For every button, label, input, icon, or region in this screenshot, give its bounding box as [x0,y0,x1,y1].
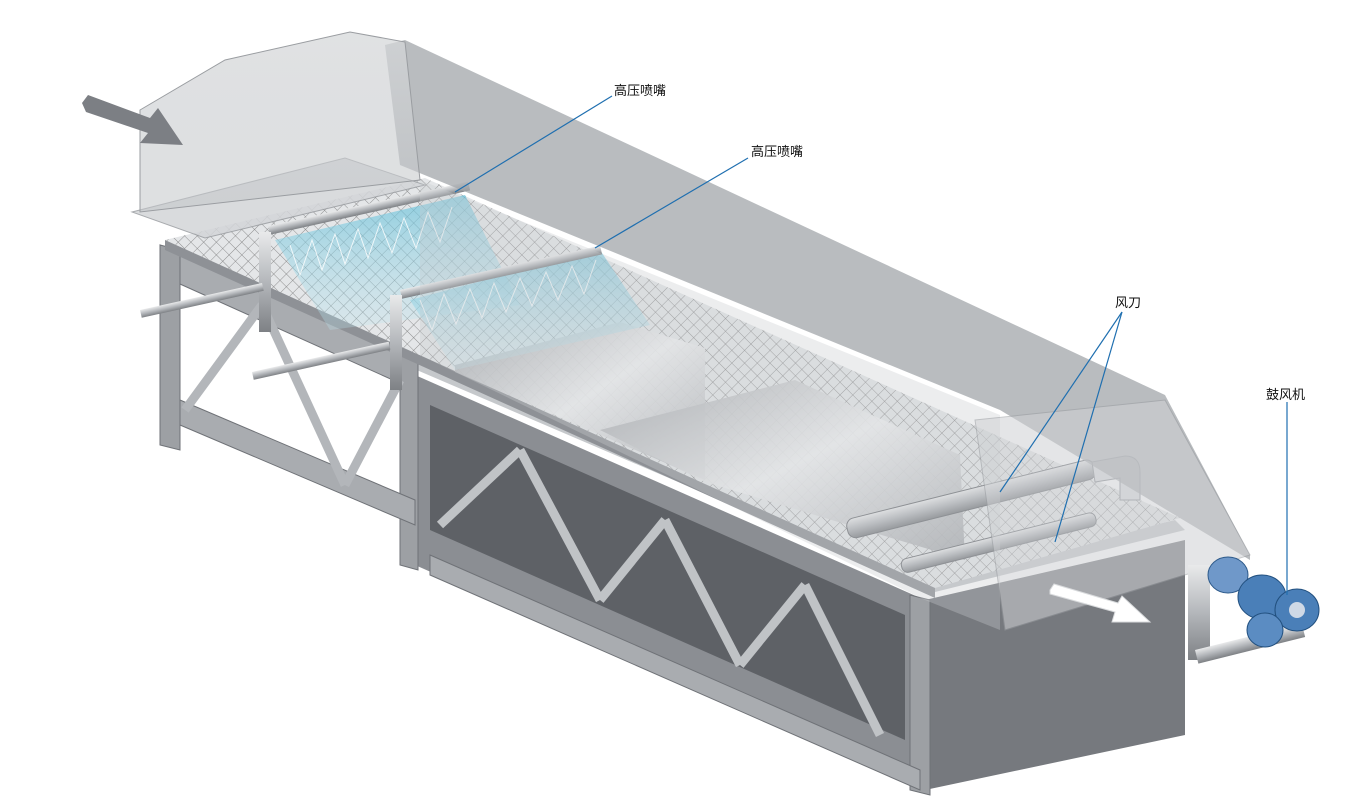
inlet-pipe-2 [252,341,391,380]
tank-interior [430,405,905,740]
blower-hub [1289,602,1305,618]
belt-side-rail [165,240,935,598]
frame-leg-right [909,594,931,796]
hood [139,31,1251,631]
input-arrow [82,95,183,145]
tank [405,355,1185,790]
spray-pipe-2 [400,245,603,299]
hood-end-panel [974,399,1251,631]
blower-unit [1188,556,1320,664]
hood-top-panel [139,31,421,213]
spray-cones [289,206,597,332]
blower-fan-3 [1246,612,1284,648]
inlet-pipe-1 [139,282,264,318]
label-high-pressure-nozzle-2: 高压喷嘴 [751,145,804,160]
leader-nozzle-2 [594,157,749,249]
hood-side-panel [420,180,1000,630]
leader-air-knife-a [999,311,1123,493]
riser-pipe-2 [390,295,402,390]
output-arrow [1049,583,1152,623]
label-high-pressure-nozzle-1: 高压喷嘴 [614,84,667,99]
blower-pipe-vertical [1188,565,1210,660]
spray-zone-2 [410,250,650,370]
tank-bottom-rail [429,554,921,791]
label-air-knife: 风刀 [1115,296,1142,311]
blower-motor-1 [1207,556,1249,594]
flow-arrows [82,95,1152,623]
leader-nozzle-1 [454,95,613,193]
frame-leg-left [159,244,181,451]
leader-air-knife-b [1054,311,1123,543]
truss-left [181,302,404,488]
riser-pipe-1 [259,232,271,332]
spray-pipe-1 [268,181,471,235]
frame-leg-mid [399,354,419,571]
leader-lines [454,95,1288,595]
label-blower: 鼓风机 [1266,388,1306,403]
spray-pipes [139,181,603,390]
truss-tank [436,446,885,738]
water-spray [275,195,650,370]
